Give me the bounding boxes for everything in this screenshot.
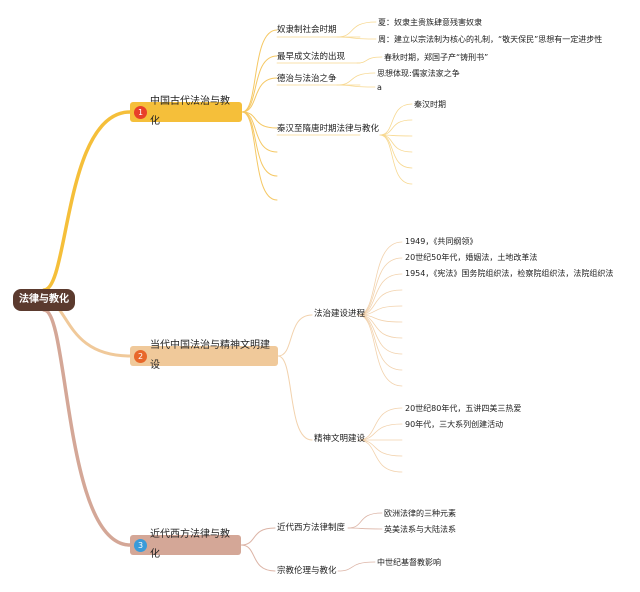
leaf-node[interactable]: 90年代，三大系列创建活动	[405, 420, 504, 429]
branch-1-link	[241, 111, 278, 177]
root-link-branch-3	[42, 308, 132, 547]
leaf-link	[347, 512, 383, 529]
leaf-link	[357, 423, 403, 441]
leaf-link	[357, 314, 403, 355]
leaf-link	[357, 314, 403, 387]
leaf-link	[337, 561, 376, 572]
sub-node-western-legal-system[interactable]: 近代西方法律制度	[277, 523, 346, 533]
leaf-link	[356, 56, 383, 64]
branch-2-link	[277, 355, 313, 441]
leaf-link	[357, 257, 403, 316]
root-link-branch-1	[42, 110, 132, 292]
leaf-node[interactable]: 英美法系与大陆法系	[384, 525, 456, 534]
leaf-link	[379, 103, 413, 136]
leaf-link	[347, 527, 383, 530]
sub-node-spiritual-civilization[interactable]: 精神文明建设	[314, 434, 366, 444]
leaf-link	[336, 36, 377, 40]
leaf-link	[379, 134, 413, 185]
branch-number-badge: 3	[134, 538, 147, 552]
branch-1-link	[241, 111, 278, 201]
leaf-node[interactable]: 夏：奴隶主贵族肆意残害奴隶	[378, 18, 482, 27]
branch-modern-west[interactable]: 3 近代西方法律与教化	[130, 529, 241, 560]
leaf-link	[357, 241, 403, 316]
leaf-link	[357, 407, 403, 441]
root-node[interactable]: 法律与教化	[13, 289, 75, 311]
branch-2-link	[277, 314, 313, 357]
leaf-link	[379, 134, 413, 153]
branch-label: 近代西方法律与教化	[150, 529, 230, 560]
leaf-node[interactable]: 秦汉时期	[414, 100, 446, 109]
leaf-link	[357, 439, 403, 473]
leaf-link	[357, 273, 403, 316]
sub-node-religious-ethics[interactable]: 宗教伦理与教化	[277, 566, 337, 576]
branch-ancient-china[interactable]: 1 中国古代法治与教化	[130, 96, 242, 127]
branch-contemporary-china[interactable]: 2 当代中国法治与精神文明建设	[130, 340, 278, 371]
leaf-node[interactable]: 1954，《宪法》国务院组织法，检察院组织法，法院组织法	[405, 269, 614, 278]
sub-node-qin-han-sui-tang[interactable]: 秦汉至隋唐时期法律与教化	[277, 124, 380, 134]
leaf-node[interactable]: 20世纪50年代，婚姻法，土地改革法	[405, 253, 538, 262]
leaf-node[interactable]: 1949，《共同纲领》	[405, 237, 478, 246]
sub-node-slave-society[interactable]: 奴隶制社会时期	[277, 25, 337, 35]
branch-number-badge: 1	[134, 105, 147, 119]
leaf-node[interactable]: a	[377, 83, 382, 92]
branch-3-link	[240, 544, 276, 572]
branch-number-badge: 2	[134, 349, 147, 363]
branch-1-link	[241, 111, 278, 153]
branch-1-link	[241, 29, 278, 113]
branch-label: 当代中国法治与精神文明建设	[150, 340, 270, 371]
leaf-node[interactable]: 中世纪基督教影响	[377, 558, 441, 567]
leaf-node[interactable]: 周：建立以宗法制为核心的礼制，“敬天保民”思想有一定进步性	[378, 35, 603, 44]
branch-3-link	[240, 527, 276, 546]
sub-node-virtue-vs-law[interactable]: 德治与法治之争	[277, 74, 337, 84]
leaf-node[interactable]: 春秋时期，郑国子产“铸刑书”	[384, 53, 489, 62]
sub-node-rule-of-law-process[interactable]: 法治建设进程	[314, 309, 366, 319]
sub-node-written-law[interactable]: 最早成文法的出现	[277, 52, 346, 62]
leaf-node[interactable]: 20世纪80年代，五讲四美三热爱	[405, 404, 522, 413]
leaf-link	[336, 84, 376, 88]
leaf-link	[336, 21, 377, 38]
leaf-link	[357, 305, 403, 316]
branch-label: 中国古代法治与教化	[150, 96, 230, 127]
leaf-node[interactable]: 思想体现:儒家法家之争	[377, 69, 460, 78]
leaf-node[interactable]: 欧洲法律的三种元素	[384, 509, 456, 518]
leaf-link	[379, 119, 413, 136]
leaf-link	[336, 72, 376, 86]
branch-1-link	[241, 55, 278, 113]
branch-1-link	[241, 77, 278, 113]
